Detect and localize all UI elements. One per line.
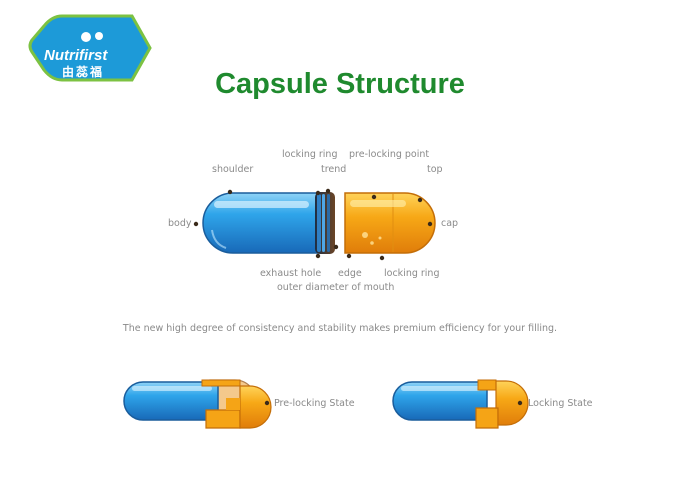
label-edge: edge <box>338 268 362 279</box>
logo-figure-icon <box>81 32 91 42</box>
logo-text-chinese: 由蕊福 <box>62 65 105 79</box>
capsule-mouth <box>315 192 335 254</box>
label-trend: trend <box>321 164 347 175</box>
page-title: Capsule Structure <box>215 68 465 100</box>
tagline: The new high degree of consistency and s… <box>122 323 558 334</box>
label-shoulder: shoulder <box>212 164 254 175</box>
label-outer-diameter: outer diameter of mouth <box>277 282 395 293</box>
label-locking-ring-bottom: locking ring <box>384 268 440 279</box>
label-body: body <box>168 218 192 229</box>
label-locking-ring-top: locking ring <box>282 149 338 160</box>
capsule-body <box>202 192 319 254</box>
label-exhaust-hole: exhaust hole <box>260 268 322 279</box>
label-top: top <box>427 164 443 175</box>
locking-capsule <box>392 379 529 429</box>
label-pre-locking-point: pre-locking point <box>349 149 430 160</box>
label-pointer-dots <box>193 188 433 261</box>
label-cap: cap <box>441 218 459 229</box>
capsule-cap <box>344 192 436 254</box>
logo-text-latin: Nutrifirst <box>44 47 108 64</box>
pre-locking-capsule <box>123 379 272 429</box>
label-locking-state: Locking State <box>528 398 593 409</box>
label-pre-locking-state: Pre-locking State <box>274 398 355 409</box>
